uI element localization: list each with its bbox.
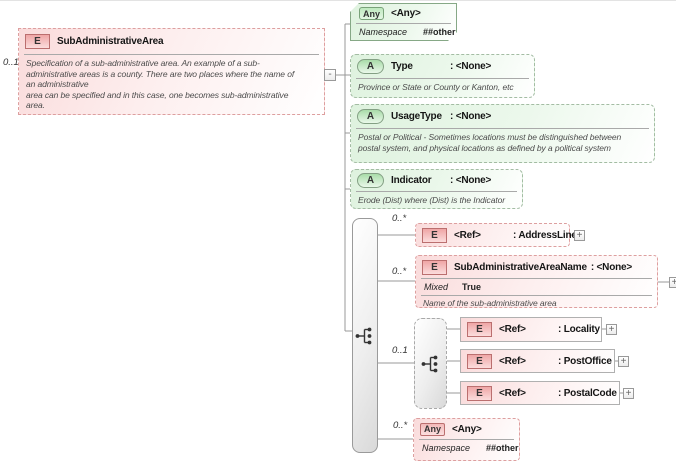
divider	[24, 54, 319, 55]
divider	[421, 278, 652, 279]
mixed-label: Mixed	[424, 282, 449, 292]
mixed-row: Mixed True	[416, 279, 657, 295]
root-cardinality-label: 0..1	[3, 57, 19, 68]
namespace-value: ##other	[423, 27, 456, 37]
element-name: <Ref>	[499, 387, 526, 399]
cardinality-label: 0..*	[392, 213, 407, 224]
any-wildcard-icon: Any	[359, 7, 384, 20]
divider	[356, 128, 649, 129]
attribute-icon: A	[357, 173, 384, 188]
element-icon: E	[25, 34, 50, 49]
element-name: SubAdministrativeArea	[57, 36, 164, 47]
attribute-documentation: Postal or Political - Sometimes location…	[358, 132, 622, 153]
element-type: : PostalCode	[558, 387, 617, 399]
element-documentation: Name of the sub-administrative area	[423, 298, 557, 308]
element-box-subadministrativearea[interactable]: E SubAdministrativeArea Specification of…	[18, 28, 325, 115]
element-box-postoffice-ref[interactable]: E <Ref> : PostOffice	[460, 349, 615, 373]
cardinality-label: 0..*	[392, 266, 407, 277]
attribute-box-indicator[interactable]: A Indicator : <None> Erode (Dist) where …	[350, 169, 523, 209]
element-icon: E	[422, 227, 447, 243]
choice-compositor-icon	[421, 355, 437, 372]
element-name: <Ref>	[499, 324, 526, 335]
element-box-postalcode-ref[interactable]: E <Ref> : PostalCode	[460, 381, 620, 405]
attribute-name: Indicator	[391, 175, 432, 186]
element-box-locality-ref[interactable]: E <Ref> : Locality	[460, 317, 602, 342]
attribute-type: : <None>	[450, 61, 492, 72]
namespace-label: Namespace	[422, 443, 471, 453]
attribute-documentation: Province or State or County or Kanton, e…	[358, 82, 514, 92]
divider	[421, 295, 652, 296]
divider	[356, 191, 517, 192]
divider	[356, 23, 451, 24]
expand-button[interactable]: +	[618, 356, 629, 367]
element-icon: E	[422, 259, 447, 275]
element-type: : PostOffice	[558, 355, 612, 367]
attribute-icon: A	[357, 109, 384, 124]
namespace-label: Namespace	[359, 27, 408, 37]
any-wildcard-icon: Any	[420, 422, 446, 436]
expand-button[interactable]: +	[606, 324, 617, 335]
element-icon: E	[467, 385, 492, 401]
namespace-row: Namespace ##other	[351, 24, 456, 40]
expand-button[interactable]: +	[574, 230, 585, 241]
namespace-row: Namespace ##other	[414, 440, 519, 456]
attribute-name: UsageType	[391, 111, 442, 122]
choice-compositor[interactable]	[414, 318, 447, 409]
sequence-compositor-icon	[355, 327, 372, 344]
expand-button[interactable]: +	[623, 388, 634, 399]
attribute-documentation: Erode (Dist) where (Dist) is the Indicat…	[358, 195, 505, 205]
wildcard-box-any-bottom[interactable]: Any <Any> Namespace ##other	[413, 418, 520, 461]
element-type: : AddressLine	[513, 229, 577, 241]
attribute-box-usagetype[interactable]: A UsageType : <None> Postal or Political…	[350, 104, 655, 163]
wildcard-title: <Any>	[452, 423, 482, 435]
element-name: SubAdministrativeAreaName	[454, 261, 587, 273]
element-name: <Ref>	[454, 229, 481, 241]
element-type: : Locality	[558, 324, 600, 335]
divider	[356, 78, 529, 79]
element-box-addressline-ref[interactable]: E <Ref> : AddressLine	[415, 223, 577, 247]
element-name: <Ref>	[499, 355, 526, 367]
attribute-type: : <None>	[450, 111, 492, 122]
sequence-compositor[interactable]	[352, 218, 378, 453]
wildcard-title: <Any>	[391, 8, 421, 19]
cardinality-label: 0..1	[392, 345, 408, 356]
divider	[419, 439, 514, 440]
collapse-button[interactable]: -	[324, 69, 336, 81]
element-box-subadministrativeareaname[interactable]: E SubAdministrativeAreaName : <None> Mix…	[415, 255, 658, 308]
mixed-value: True	[462, 282, 482, 292]
attribute-box-type[interactable]: A Type : <None> Province or State or Cou…	[350, 54, 535, 98]
expand-button[interactable]: +	[669, 277, 676, 288]
element-icon: E	[467, 322, 492, 337]
element-icon: E	[467, 353, 492, 369]
cardinality-label: 0..*	[393, 420, 408, 431]
attribute-name: Type	[391, 61, 413, 72]
element-type: : <None>	[590, 261, 633, 273]
wildcard-box-any-top[interactable]: Any <Any> Namespace ##other	[350, 3, 457, 41]
attribute-type: : <None>	[450, 175, 492, 186]
element-documentation: Specification of a sub-administrative ar…	[26, 58, 295, 111]
namespace-value: ##other	[486, 443, 519, 453]
attribute-icon: A	[357, 59, 384, 74]
